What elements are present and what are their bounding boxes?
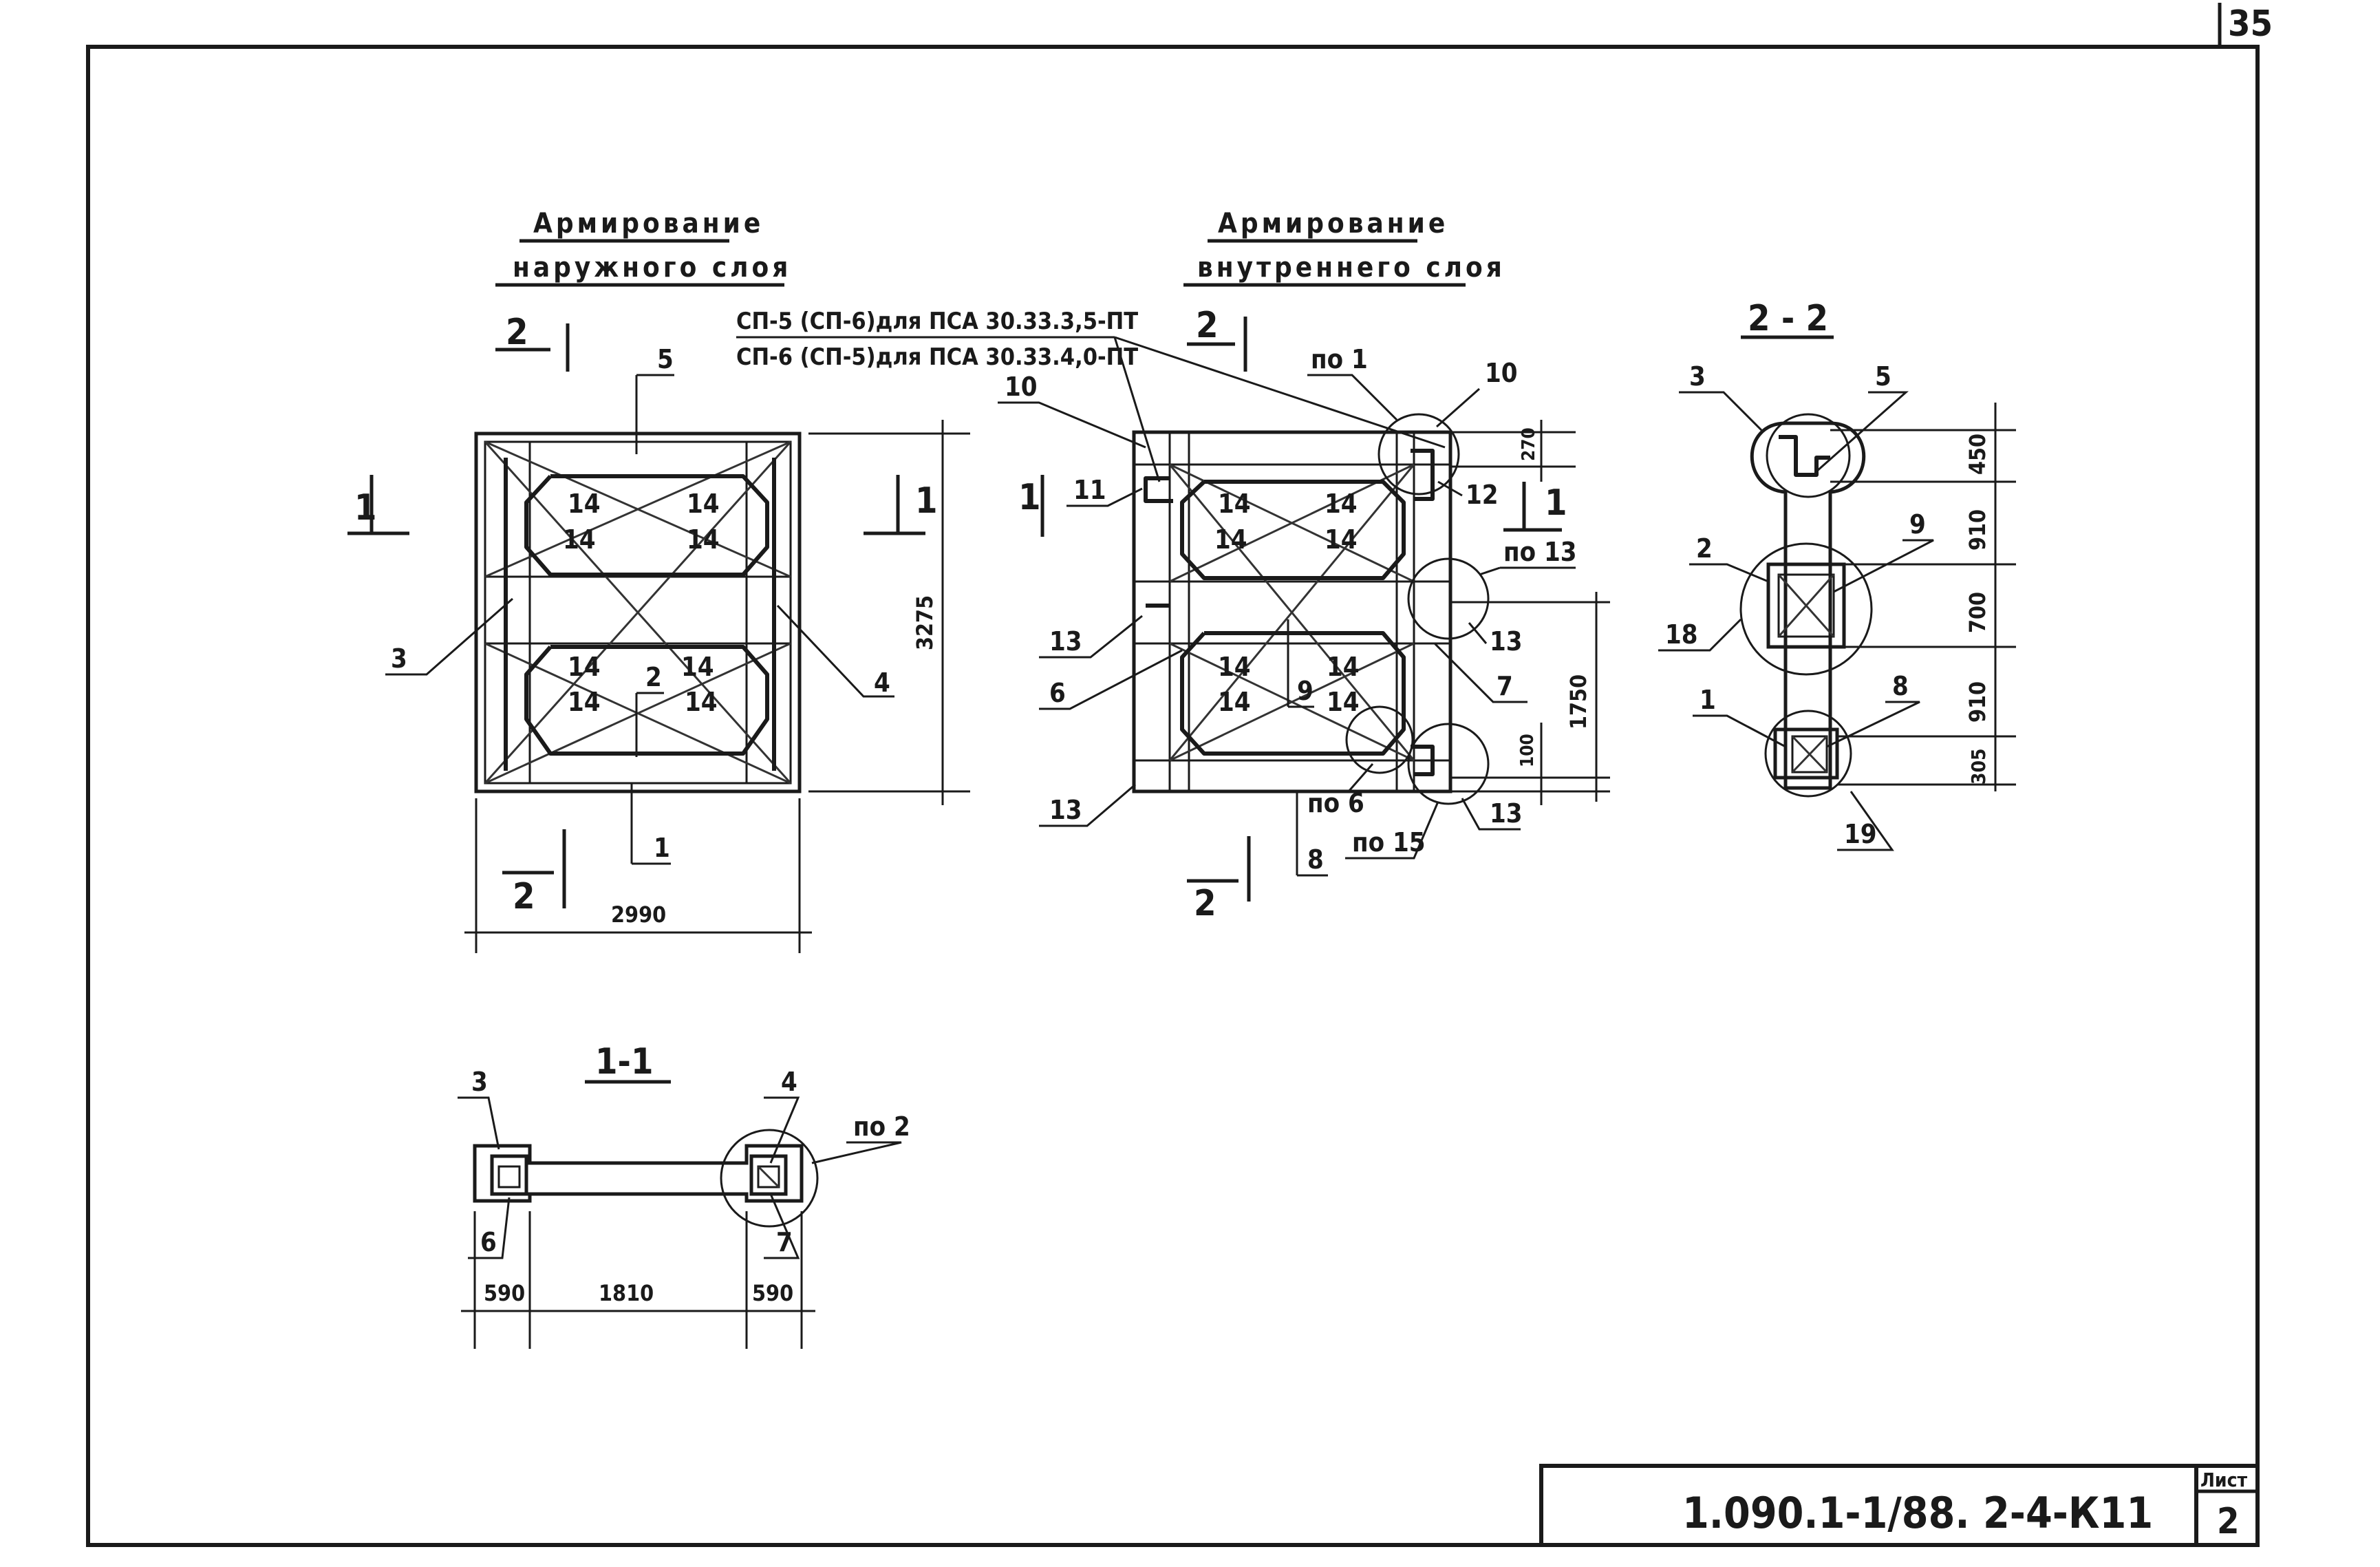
sheet-value: 2 bbox=[2217, 1501, 2240, 1542]
outer-section-marks: 2 1 1 2 bbox=[347, 312, 938, 917]
inner-pos-7: 7 bbox=[1497, 671, 1513, 701]
inner-po15: по 15 bbox=[1352, 827, 1426, 857]
inner-pos-10b: 10 bbox=[1485, 358, 1518, 388]
s11-dim-1810: 1810 bbox=[599, 1280, 654, 1306]
inner-section-mark-1-left: 1 bbox=[1018, 477, 1041, 518]
s11-pos-4: 4 bbox=[781, 1067, 797, 1097]
outer-pos-14: 14 bbox=[568, 687, 601, 717]
s22-dim-305: 305 bbox=[1967, 748, 1990, 785]
s11-po2: по 2 bbox=[853, 1111, 910, 1142]
section-mark-1-left: 1 bbox=[354, 487, 377, 529]
inner-dim-270: 270 bbox=[1519, 427, 1539, 461]
inner-pos-8: 8 bbox=[1307, 844, 1324, 875]
inner-po1: по 1 bbox=[1311, 344, 1368, 374]
outer-pos-4: 4 bbox=[874, 668, 890, 698]
s22-pos-8: 8 bbox=[1892, 671, 1909, 701]
outer-title-line2: наружного слоя bbox=[513, 252, 791, 284]
outer-pos-1: 1 bbox=[654, 833, 670, 863]
s22-pos-5: 5 bbox=[1875, 361, 1891, 392]
outer-title-line1: Армирование bbox=[533, 208, 764, 239]
outer-pos-2: 2 bbox=[645, 662, 662, 692]
inner-section-mark-1-right: 1 bbox=[1545, 482, 1567, 524]
section-mark-2-bottom: 2 bbox=[513, 876, 535, 917]
s22-pos-19: 19 bbox=[1844, 819, 1877, 849]
sp-note-line1: СП-5 (СП-6)для ПСА 30.33.3,5-ПТ bbox=[736, 308, 1138, 335]
section-mark-2-top: 2 bbox=[506, 312, 528, 353]
s11-pos-3: 3 bbox=[471, 1067, 488, 1097]
outer-pos-14: 14 bbox=[681, 652, 714, 682]
s22-pos-9: 9 bbox=[1909, 509, 1926, 540]
outer-pos-14: 14 bbox=[563, 524, 596, 555]
inner-dim-1750: 1750 bbox=[1565, 674, 1591, 729]
inner-title-line2: внутреннего слоя bbox=[1197, 252, 1505, 284]
sheet-frame: 35 bbox=[86, 3, 2273, 1547]
section-mark-1-right: 1 bbox=[915, 480, 938, 522]
section-2-2: 2 - 2 3 5 2 9 18 1 8 19 bbox=[1658, 298, 2016, 851]
inner-po13: по 13 bbox=[1503, 537, 1577, 567]
inner-section-mark-2-bottom: 2 bbox=[1194, 883, 1216, 924]
inner-pos-14-group: 14 14 14 14 14 14 14 14 bbox=[1214, 489, 1360, 717]
sheet-label: Лист bbox=[2200, 1469, 2247, 1491]
outer-pos-14: 14 bbox=[568, 652, 601, 682]
inner-pos-14: 14 bbox=[1325, 489, 1358, 519]
s22-pos-2: 2 bbox=[1696, 533, 1713, 564]
section-11-title: 1-1 bbox=[595, 1041, 654, 1083]
inner-pos-14: 14 bbox=[1327, 687, 1360, 717]
s11-dim-590a: 590 bbox=[484, 1280, 525, 1306]
inner-pos-14: 14 bbox=[1325, 524, 1358, 555]
title-block: 1.090.1-1/88. 2-4-К11 Лист 2 bbox=[1539, 1464, 2260, 1547]
s11-pos-6: 6 bbox=[480, 1227, 497, 1257]
outer-pos-14: 14 bbox=[685, 687, 718, 717]
inner-pos-6: 6 bbox=[1049, 678, 1066, 708]
outer-dim-height: 3275 bbox=[912, 595, 938, 650]
outer-pos-5: 5 bbox=[657, 344, 674, 374]
drawing-code: 1.090.1-1/88. 2-4-К11 bbox=[1682, 1488, 2153, 1538]
inner-pos-9: 9 bbox=[1297, 676, 1314, 706]
inner-section-mark-2-top: 2 bbox=[1196, 305, 1219, 346]
s22-pos-18: 18 bbox=[1665, 619, 1698, 650]
inner-pos-14: 14 bbox=[1218, 652, 1251, 682]
s22-dim-910b: 910 bbox=[1964, 681, 1991, 723]
s22-dim-450: 450 bbox=[1964, 434, 1991, 475]
inner-pos-14: 14 bbox=[1218, 687, 1251, 717]
inner-pos-10a: 10 bbox=[1005, 372, 1038, 402]
inner-pos-14: 14 bbox=[1327, 652, 1360, 682]
inner-pos-11: 11 bbox=[1073, 475, 1106, 505]
inner-layer-view: Армирование внутреннего слоя СП-5 (СП-6)… bbox=[736, 208, 1610, 924]
outer-layer-view: Армирование наружного слоя 14 14 14 14 1… bbox=[347, 208, 970, 953]
inner-title-line1: Армирование bbox=[1218, 208, 1448, 239]
inner-pos-13: 13 bbox=[1049, 795, 1082, 825]
inner-pos-12: 12 bbox=[1466, 480, 1499, 510]
s11-dim-590b: 590 bbox=[752, 1280, 793, 1306]
inner-pos-13: 13 bbox=[1490, 626, 1523, 657]
s22-dim-910a: 910 bbox=[1964, 509, 1991, 551]
s22-dim-700: 700 bbox=[1964, 592, 1991, 633]
section-22-title: 2 - 2 bbox=[1748, 298, 1828, 339]
s22-pos-3: 3 bbox=[1689, 361, 1706, 392]
s11-pos-7: 7 bbox=[776, 1227, 793, 1257]
inner-po6: по 6 bbox=[1307, 788, 1364, 818]
sheet-number: 35 bbox=[2228, 3, 2273, 45]
inner-pos-13: 13 bbox=[1049, 626, 1082, 657]
outer-pos-14-group: 14 14 14 14 14 14 14 14 bbox=[563, 489, 720, 717]
outer-dim-width: 2990 bbox=[611, 902, 666, 928]
outer-pos-14: 14 bbox=[687, 524, 720, 555]
outer-pos-14: 14 bbox=[687, 489, 720, 519]
inner-pos-13: 13 bbox=[1490, 798, 1523, 829]
s22-pos-1: 1 bbox=[1700, 685, 1716, 715]
inner-pos-14: 14 bbox=[1214, 524, 1247, 555]
inner-pos-14: 14 bbox=[1218, 489, 1251, 519]
section-1-1: 1-1 3 4 по 2 6 7 590 1810 590 bbox=[458, 1041, 910, 1349]
inner-dim-100: 100 bbox=[1517, 734, 1538, 767]
sp-note-line2: СП-6 (СП-5)для ПСА 30.33.4,0-ПТ bbox=[736, 343, 1138, 371]
outer-pos-3: 3 bbox=[391, 643, 407, 674]
outer-pos-14: 14 bbox=[568, 489, 601, 519]
